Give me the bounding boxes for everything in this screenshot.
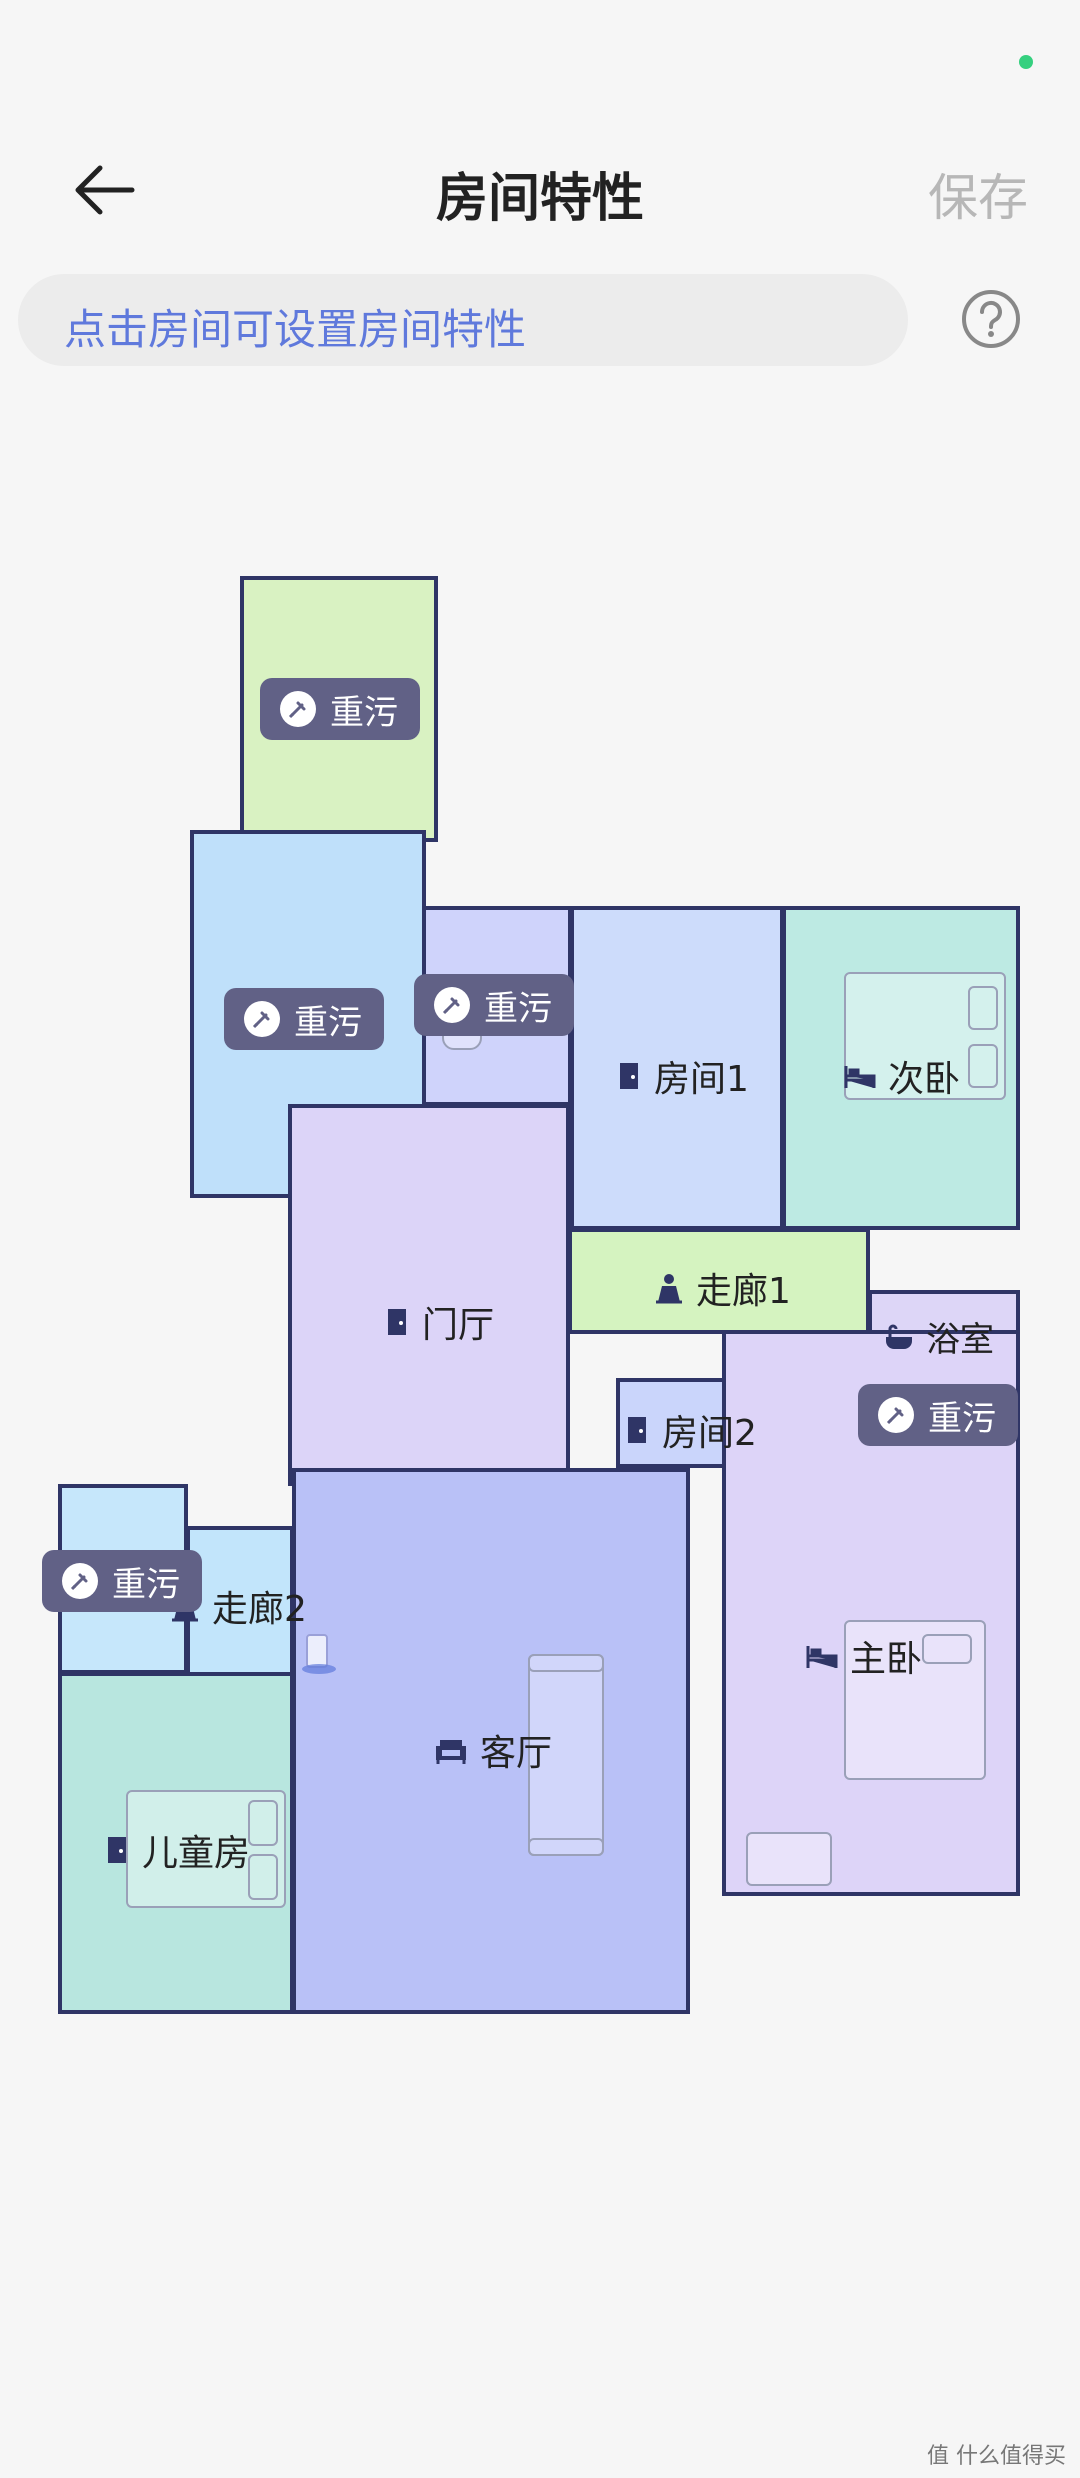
mop-icon [244,1001,280,1037]
hint-text: 点击房间可设置房间特性 [64,305,527,354]
hint-bar: 点击房间可设置房间特性 [18,274,908,366]
heavy-dirt-badge[interactable]: 重污 [260,678,420,740]
header: 房间特性 保存 [0,140,1080,240]
rug-furniture [746,1832,832,1886]
heavy-dirt-badge[interactable]: 重污 [224,988,384,1050]
door-icon [628,1417,646,1443]
heavy-dirt-badge[interactable]: 重污 [42,1550,202,1612]
back-button[interactable] [70,160,160,220]
bed-icon [844,1066,876,1088]
mop-icon [434,987,470,1023]
bed-furniture-master [844,1620,986,1780]
door-icon [388,1309,406,1335]
heavy-dirt-badge[interactable]: 重污 [414,974,574,1036]
question-icon [962,290,1020,348]
room-label-second-bedroom: 次卧 [844,1050,960,1102]
room-label-kids-room: 儿童房 [104,1824,250,1876]
watermark: 值 什么值得买 [927,2444,1066,2469]
save-button[interactable]: 保存 [928,169,1028,227]
room-label-foyer: 门厅 [384,1296,494,1348]
bathtub-icon [886,1324,912,1349]
room-second-bedroom[interactable] [782,906,1020,1230]
page-title: 房间特性 [435,169,644,229]
room-foyer[interactable] [288,1104,570,1486]
room-corridor1[interactable] [568,1228,870,1334]
bed-icon [806,1646,838,1668]
heavy-dirt-badge[interactable]: 重污 [858,1384,1018,1446]
room-label-corridor1: 走廊1 [654,1262,791,1314]
mop-icon [62,1563,98,1599]
help-button[interactable] [960,288,1022,350]
room-label-master-bedroom: 主卧 [806,1630,922,1682]
room-kids-room[interactable] [58,1672,294,2014]
corridor-icon [656,1274,682,1304]
bed-furniture-kids [126,1790,286,1908]
sofa-icon [436,1740,466,1764]
room-corridor2[interactable] [186,1526,294,1676]
status-indicator [1019,55,1033,69]
room-label-room1: 房间1 [616,1050,749,1102]
robot-position-icon [302,1664,336,1674]
room-label-room2: 房间2 [624,1404,757,1456]
robot-dock-icon [306,1634,328,1668]
mop-icon [878,1397,914,1433]
door-icon [620,1063,638,1089]
door-icon [108,1837,126,1863]
back-arrow-icon [75,165,135,215]
room-living-room[interactable] [292,1468,690,2014]
mop-icon [280,691,316,727]
sofa-furniture [528,1654,604,1856]
room-label-living-room: 客厅 [434,1724,552,1776]
room-label-bathroom: 浴室 [884,1312,994,1361]
